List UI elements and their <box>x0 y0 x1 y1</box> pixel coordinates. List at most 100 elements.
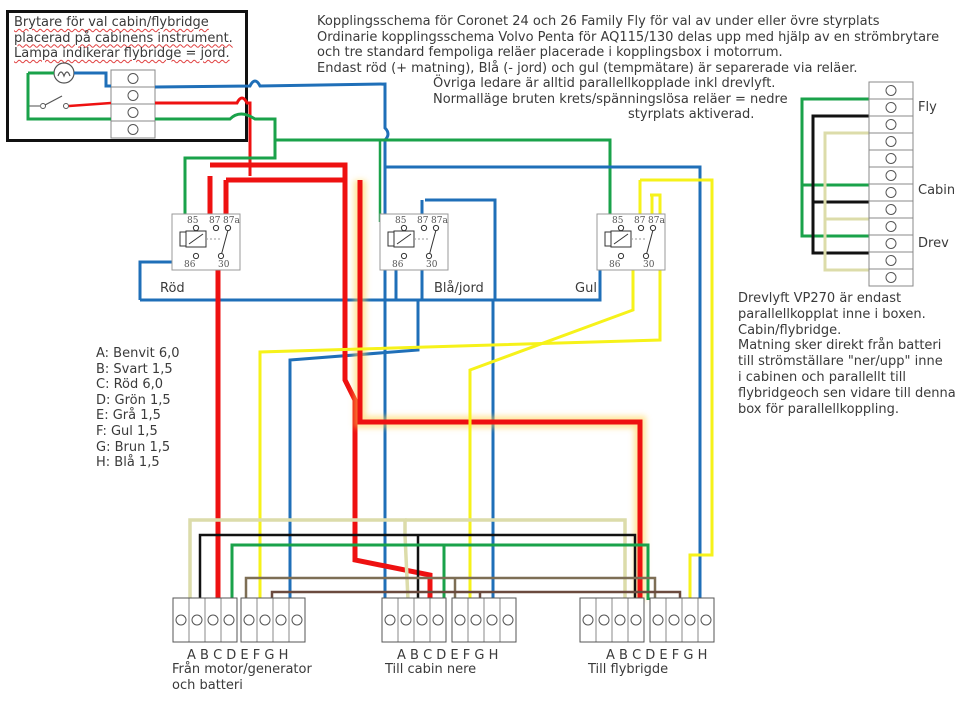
legend-item: A: Benvit 6,0 <box>96 346 180 361</box>
wire-green-relay1 <box>183 140 277 222</box>
relay-pin-label: 86 <box>392 260 404 270</box>
relay-pin-icon <box>224 224 232 232</box>
legend-item: B: Svart 1,5 <box>96 361 173 377</box>
relay-pin-label: 87a <box>648 216 665 226</box>
relay-pin-icon <box>425 252 433 260</box>
switch-note-line: Brytare för val cabin/flybridge <box>14 15 209 30</box>
terminal-screw-icon <box>885 272 897 283</box>
terminal-screw-icon <box>614 614 626 626</box>
wire-green-signal <box>155 112 612 250</box>
relay-pin-icon <box>617 252 625 260</box>
terminal-screw-icon <box>885 204 897 215</box>
switch-terminal-block-cells <box>110 69 156 139</box>
terminal-screw-icon <box>127 73 139 84</box>
wire-brown-G-bus <box>270 590 682 600</box>
wire <box>405 518 627 600</box>
switch-terminal-block <box>110 69 156 139</box>
trim-terminal-cells <box>868 81 914 287</box>
header-note-cont: Övriga ledare är alltid parallellkopplad… <box>433 76 788 123</box>
header-note-line: och tre standard fempoliga reläer placer… <box>317 45 783 60</box>
header-note-line: Ordinarie kopplingsschema Volvo Penta fö… <box>317 29 940 45</box>
terminal-blocks <box>172 81 914 643</box>
terminal-screw-icon <box>700 614 712 626</box>
lamp-filament-icon <box>57 71 71 78</box>
legend-item: G: Brun 1,5 <box>96 439 171 455</box>
terminal-screw-icon <box>416 614 428 626</box>
terminal-screw-icon <box>223 614 235 626</box>
connector-caption: Från motor/generator och batteri <box>172 662 312 693</box>
trim-label-fly: Fly <box>918 100 937 115</box>
trim-wire-green <box>800 97 869 238</box>
header-note-line: Kopplingsschema för Coronet 24 och 26 Fa… <box>317 14 880 29</box>
relay-pin-label: 30 <box>218 260 230 270</box>
wire-blue-signal <box>154 79 390 610</box>
terminal-screw-icon <box>127 124 139 135</box>
relay-label-yellow: Gul <box>575 281 597 296</box>
terminal-screw-icon <box>243 614 255 626</box>
header-note-line: Övriga ledare är alltid parallellkopplad… <box>433 76 776 91</box>
wire-blue-H-fly <box>385 165 702 610</box>
terminal-screw-icon <box>885 136 897 147</box>
switch-note-line: Lampa indikerar flybridge = jord. <box>14 46 230 61</box>
terminal-outline <box>172 597 238 643</box>
terminal-screw-icon <box>668 614 680 626</box>
relay-pin-icon <box>420 224 428 232</box>
connector-letters: A B C D E F G H <box>606 648 708 663</box>
legend-item: F: Gul 1,5 <box>96 423 158 439</box>
legend-item: C: Röd 6,0 <box>96 377 164 393</box>
terminal-screw-icon <box>207 614 219 626</box>
relay-pin-icon <box>617 224 625 232</box>
wire-red-C-fly <box>357 180 643 600</box>
connector-letters: A B C D E F G H <box>187 648 289 663</box>
trim-note: Drevlyft VP270 är endast parallellkoppla… <box>738 291 956 417</box>
relay-pin-icon <box>192 252 200 260</box>
wire-green-D-bus <box>230 543 650 600</box>
switch-panel <box>28 62 156 139</box>
trim-note-line: flybridgeoch sen vidare till denna <box>738 385 956 401</box>
terminal-screw-icon <box>400 614 412 626</box>
relay-pin-icon <box>637 224 645 232</box>
terminal-screw-icon <box>127 107 139 118</box>
relay-pin-icon <box>432 224 440 232</box>
trim-terminal-block <box>868 81 914 287</box>
trim-wire-beige <box>823 131 869 272</box>
relay-label-red: Röd <box>160 281 185 296</box>
relay-pin-icon <box>642 252 650 260</box>
legend-item: H: Blå 1,5 <box>96 455 160 471</box>
lamp-icon <box>53 62 75 84</box>
wire-blue-relay1-86 <box>138 260 185 300</box>
legend-item: D: Grön 1,5 <box>96 392 171 408</box>
connector-letters: A B C D E F G H <box>397 648 499 663</box>
wire-grey-E-bus <box>244 576 657 600</box>
switch-note-box <box>6 10 248 142</box>
terminal-screw-icon <box>885 221 897 232</box>
relay-switch-arm <box>645 229 654 257</box>
relay-pin-icon <box>192 224 200 232</box>
relay-switch-arm <box>428 229 437 257</box>
terminal-screw-icon <box>470 614 482 626</box>
wire-yellow-F-fly <box>640 178 714 600</box>
header-note-line: Endast röd (+ matning), Blå (- jord) och… <box>317 60 858 76</box>
relay-pin-label: 86 <box>609 260 621 270</box>
header-note: Kopplingsschema för Coronet 24 och 26 Fa… <box>317 14 939 76</box>
terminal-screw-icon <box>885 255 897 266</box>
terminal-screw-icon <box>885 85 897 96</box>
relay-coil-icon <box>179 231 187 247</box>
wire-blue-H-motor <box>288 298 422 610</box>
relay-pin-label: 85 <box>612 216 624 226</box>
wire-blue-ground-bus <box>140 262 602 302</box>
wire-red-signal <box>155 96 252 176</box>
connector-caption-line: och batteri <box>172 677 243 693</box>
connector-motor-ABCD <box>172 597 238 643</box>
trim-note-line: box för parallellkoppling. <box>738 401 899 417</box>
relay-pin-label: 87 <box>634 216 646 226</box>
relay-pin-label: 85 <box>187 216 199 226</box>
terminal-screw-icon <box>582 614 594 626</box>
trim-note-line: Matning sker direkt från batteri <box>738 338 942 354</box>
switch-contact-icon <box>40 103 46 109</box>
switch-lever-icon <box>44 95 63 106</box>
relay-pin-label: 87a <box>223 216 240 226</box>
trim-note-line: i cabinen och parallellt till <box>738 369 906 385</box>
